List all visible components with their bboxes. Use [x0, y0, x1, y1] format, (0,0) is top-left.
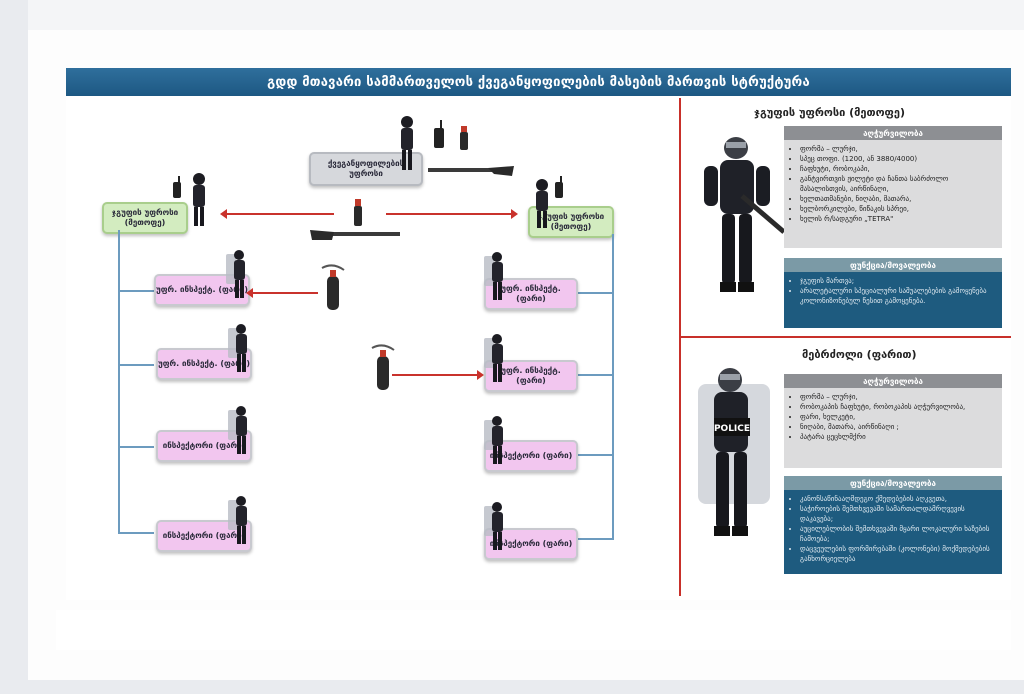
equipment-list: ფორმა – ლურჯი, სპეც თოფი. (1200, ან 3880… — [784, 140, 1002, 248]
equipment-item: რობოკაპის ჩაფხუტი, რობოკაპის აღჭურვილობა… — [800, 402, 996, 412]
equipment-item: ხელბორკილები, წიწაკის სპრეი, — [800, 204, 996, 214]
function-list: კანონსაწინააღმდეგო ქმედებების აღკვეთა, ს… — [784, 490, 1002, 574]
left-branch — [118, 446, 154, 448]
left-branch — [118, 364, 154, 366]
top-strip — [28, 0, 1024, 30]
radio-icon — [173, 176, 181, 198]
shield-officer-icon — [228, 496, 247, 544]
function-item: აუცილებლობის შემთხვევაში მყარი ლოკალური … — [800, 524, 996, 544]
left-tree-trunk — [118, 230, 120, 534]
function-item: არალეტალური სპეციალური საშუალებების გამო… — [800, 286, 996, 306]
group-leader-left: ჯგუფის უფროსი (მეთოფე) — [102, 202, 188, 234]
function-item: დაცვეულების ფორმირებაში (კოლონები) მოქმე… — [800, 544, 996, 564]
extinguisher-icon — [321, 264, 345, 310]
equipment-heading: აღჭურვილობა — [784, 374, 1002, 388]
equipment-list: ფორმა – ლურჯი, რობოკაპის ჩაფხუტი, რობოკა… — [784, 388, 1002, 468]
equipment-item: ხელის რ/სადგური „TETRA" — [800, 214, 996, 224]
shield-officer-icon — [484, 502, 503, 550]
shield-officer-icon — [228, 406, 247, 454]
function-heading: ფუნქცია/მოვალეობა — [784, 476, 1002, 490]
shotgun-icon — [428, 166, 514, 176]
equipment-item: ხელთათმანები, ნიღაბი, მათარა, — [800, 194, 996, 204]
horizontal-divider — [681, 336, 1011, 338]
equipment-item: ფარი, ხელკეტი, — [800, 412, 996, 422]
radio-icon — [555, 176, 563, 198]
pepper-spray-icon — [354, 199, 362, 226]
right-tree-trunk — [612, 234, 614, 540]
left-branch — [118, 290, 154, 292]
arrow-to-right-leader — [386, 209, 518, 219]
equipment-item: სპეც თოფი. (1200, ან 3880/4000) — [800, 154, 996, 164]
arrow-to-right-member — [392, 370, 484, 380]
slide: გდდ მთავარი სამმართველოს ქვეგანყოფილების… — [66, 68, 1011, 600]
arrow-to-left-leader — [220, 209, 334, 219]
equipment-item: პატარა ცეცხლმქრი — [800, 432, 996, 442]
shield-text: POLICE — [714, 424, 750, 434]
group-leader-panel-title: ჯგუფის უფროსი (მეთოფე) — [754, 106, 906, 119]
group-leader-figure — [704, 137, 784, 292]
fighter-panel-title: მებრძოლი (ფარით) — [802, 348, 917, 361]
equipment-heading: აღჭურვილობა — [784, 126, 1002, 140]
function-item: ჯგუფის მართვა; — [800, 276, 996, 286]
officer-icon — [536, 179, 548, 228]
pepper-spray-icon — [460, 126, 468, 150]
officer-icon — [193, 173, 205, 226]
function-item: საჭიროების შემთხვევაში სამართალდამრღვევი… — [800, 504, 996, 524]
equipment-item: ნიღაბი, მათარა, აირწინაღი ; — [800, 422, 996, 432]
shield-officer-icon — [228, 324, 247, 372]
extinguisher-icon — [371, 344, 395, 390]
slide-title: გდდ მთავარი სამმართველოს ქვეგანყოფილების… — [66, 68, 1011, 96]
group-leader-right: ჯგუფის უფროსი (მეთოფე) — [528, 206, 614, 238]
shield-officer-icon — [484, 334, 503, 382]
right-branch — [576, 538, 612, 540]
equipment-item: ფორმა – ლურჯი, — [800, 144, 996, 154]
shield-officer-icon — [484, 416, 503, 464]
shield-officer-icon — [484, 252, 503, 300]
member-node-right: უფრ. ინსპექტ. (ფარი) — [484, 278, 578, 310]
bottom-strip — [56, 610, 1011, 650]
fighter-figure: POLICE — [698, 368, 770, 536]
shield-officer-icon — [226, 250, 245, 298]
right-branch — [576, 454, 612, 456]
equipment-item: ჩაფხუტი, რობოკაპი, — [800, 164, 996, 174]
right-branch — [576, 374, 612, 376]
function-heading: ფუნქცია/მოვალეობა — [784, 258, 1002, 272]
right-branch — [576, 292, 612, 294]
vertical-divider — [679, 98, 681, 596]
radio-icon — [434, 120, 444, 148]
officer-icon — [401, 116, 413, 170]
arrow-to-left-member — [246, 288, 318, 298]
left-branch — [118, 532, 154, 534]
equipment-item: განტვირთვის ჟილეტი და ჩანთა საბრძოლო მას… — [800, 174, 996, 194]
function-list: ჯგუფის მართვა; არალეტალური სპეციალური სა… — [784, 272, 1002, 328]
shotgun-icon — [310, 230, 400, 240]
function-item: კანონსაწინააღმდეგო ქმედებების აღკვეთა, — [800, 494, 996, 504]
equipment-item: ფორმა – ლურჯი, — [800, 392, 996, 402]
